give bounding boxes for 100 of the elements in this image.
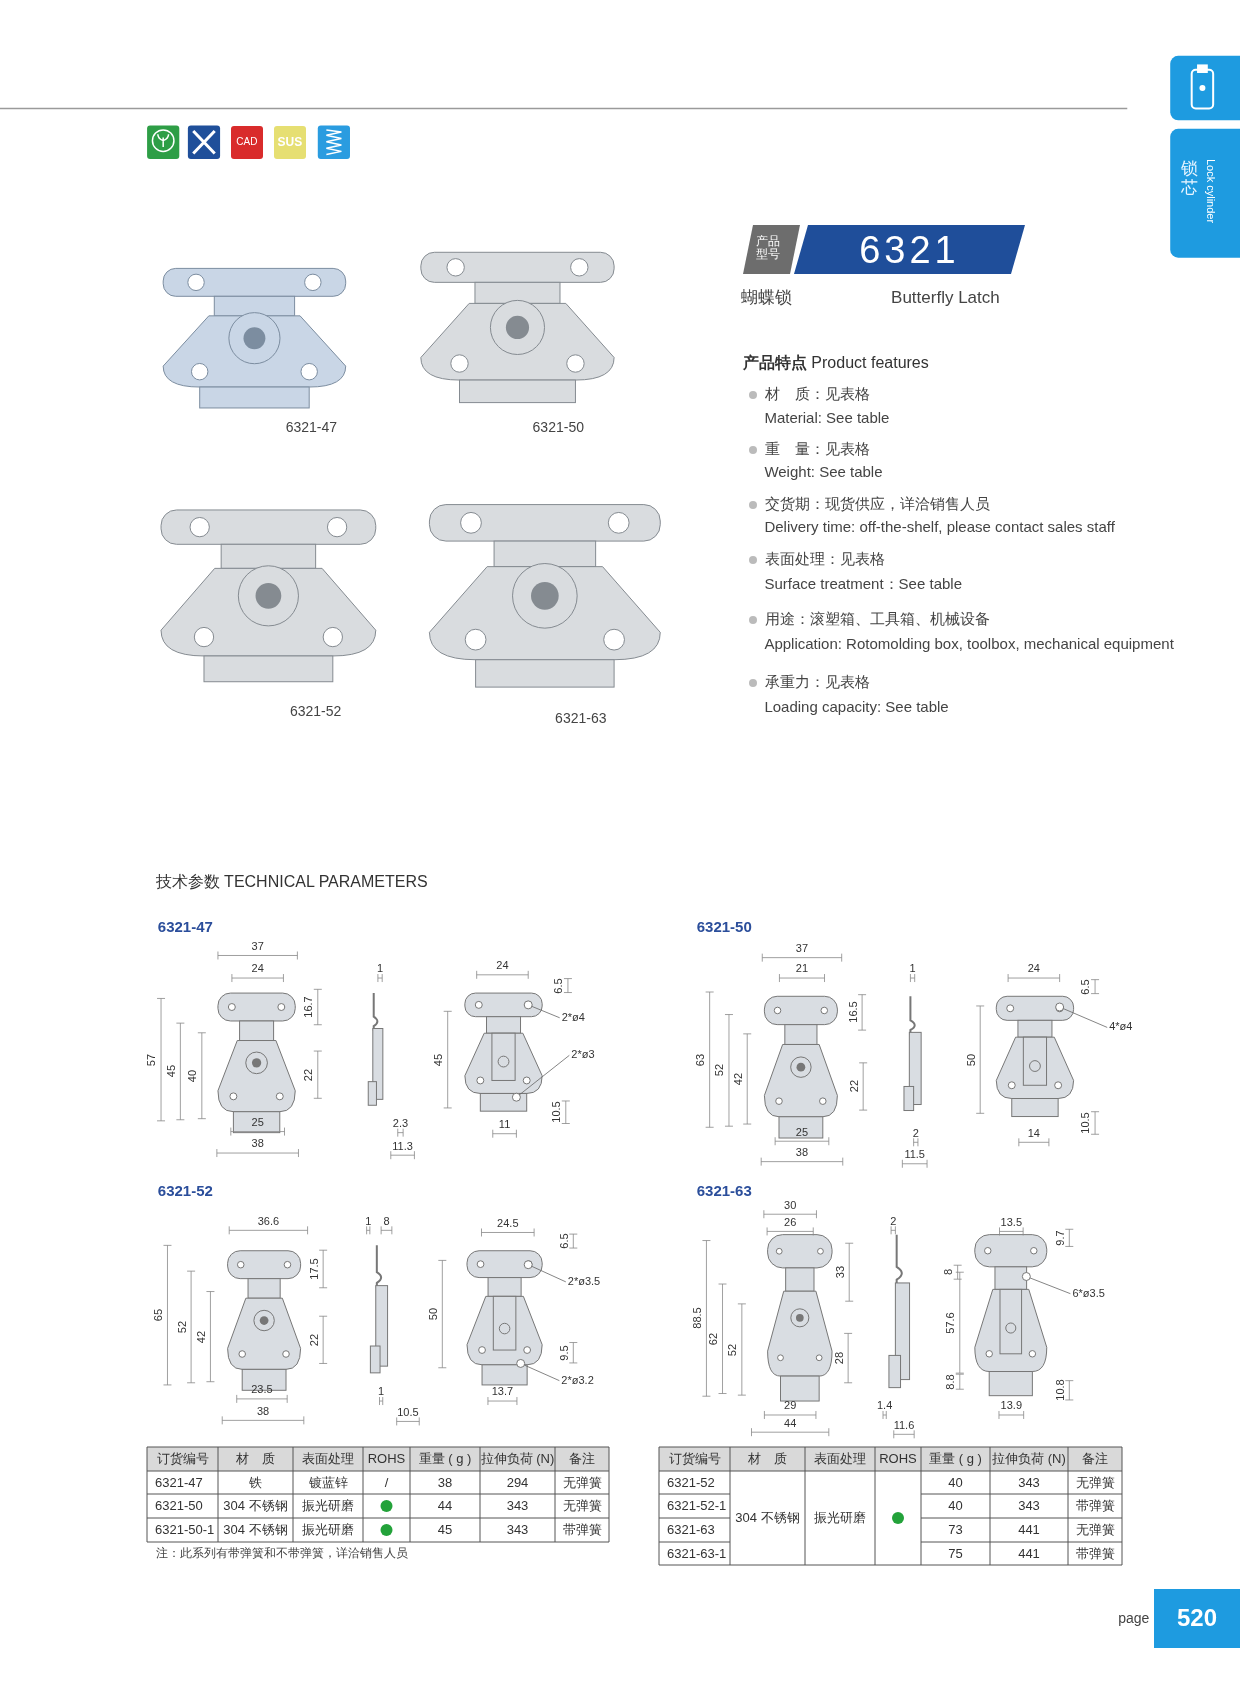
dimension-value: 10.8 xyxy=(1054,1379,1068,1401)
leader-line xyxy=(1062,1008,1108,1028)
dimension-value: 37 xyxy=(251,940,264,954)
leader-line xyxy=(531,1265,567,1283)
dimension-value: 13.7 xyxy=(491,1385,514,1400)
dimension-value: 65 xyxy=(152,1309,166,1322)
table-value: 6321-50-1 xyxy=(155,1522,215,1538)
callout-label: 4*ø4 xyxy=(1107,1019,1135,1035)
table-value: 6321-52-1 xyxy=(667,1498,727,1514)
dimension-value: 30 xyxy=(784,1199,797,1213)
table-value: 镀蓝锌 xyxy=(308,1474,348,1491)
dimension-value: 24 xyxy=(1027,962,1040,977)
table-heading: 备注 xyxy=(1082,1451,1108,1467)
table-heading: 重量 ( g ) xyxy=(418,1451,472,1467)
section-heading: 技术参数 TECHNICAL PARAMETERS xyxy=(155,872,428,893)
table-value: 343 xyxy=(506,1498,529,1514)
table-value: 无弹簧 xyxy=(1075,1522,1115,1538)
dimension-value: 16.7 xyxy=(302,996,316,1018)
dimension-value: 45 xyxy=(165,1065,179,1078)
table-value: 无弹簧 xyxy=(1075,1474,1115,1491)
dimension-value: 9.5 xyxy=(558,1345,572,1361)
table-heading: 订货编号 xyxy=(156,1451,209,1467)
callout-label: 6*ø3.5 xyxy=(1070,1286,1107,1302)
dimension-value: 45 xyxy=(432,1053,446,1066)
table-value: 343 xyxy=(1018,1498,1040,1514)
table-heading: ROHS xyxy=(367,1451,406,1467)
page-label: page xyxy=(1118,1609,1150,1627)
product-name: 蝴蝶锁 xyxy=(740,288,792,309)
feature-item: 用途：滚塑箱、工具箱、机械设备 xyxy=(749,610,991,629)
table-value: 304 不锈钢 xyxy=(735,1510,800,1526)
feature-description: Surface treatment：See table xyxy=(764,575,962,594)
dimension-value: 1.4 xyxy=(877,1399,893,1413)
dimension-value: 6.5 xyxy=(1079,979,1093,995)
dimension-value: 57 xyxy=(145,1053,159,1066)
table-note: 注：此系列有带弹簧和不带弹簧，详洽销售人员 xyxy=(155,1546,408,1561)
table-value: 带弹簧 xyxy=(1075,1498,1115,1514)
table-heading: 拉伸负荷 (N) xyxy=(992,1451,1066,1467)
table-value: 铁 xyxy=(249,1474,262,1491)
model-number-banner: 6321 xyxy=(794,225,1025,274)
table-value: 75 xyxy=(948,1545,963,1562)
dimension-value: 22 xyxy=(302,1068,316,1081)
table-value: 304 不锈钢 xyxy=(223,1522,288,1538)
dimension-value: 37 xyxy=(795,942,809,956)
dimension-value: 9.7 xyxy=(1054,1230,1068,1246)
dimension-value: 63 xyxy=(694,1053,708,1066)
dimension-value: 8 xyxy=(383,1215,390,1229)
dimension-value: 52 xyxy=(175,1320,189,1334)
mounting-hole xyxy=(1055,1002,1065,1012)
dimension-value: 6.5 xyxy=(552,977,566,994)
table-value: 无弹簧 xyxy=(562,1474,602,1491)
dimension-value: 38 xyxy=(251,1137,264,1152)
section-title: 6321-63 xyxy=(696,1181,752,1200)
table-value: 45 xyxy=(437,1522,453,1538)
mounting-hole xyxy=(523,1260,533,1270)
dimension-value: 6.5 xyxy=(558,1233,572,1249)
dimension-value: 13.5 xyxy=(1000,1216,1022,1230)
feature-description: Material: See table xyxy=(764,408,890,427)
dimension-value: 1 xyxy=(378,1385,385,1400)
dimension-value: 40 xyxy=(186,1069,200,1082)
dimension-value: 11.5 xyxy=(904,1148,925,1162)
dimension-value: 11.6 xyxy=(893,1419,915,1433)
dimension-value: 24 xyxy=(496,959,509,973)
table-value: 振光研磨 xyxy=(814,1510,866,1526)
table-value: 振光研磨 xyxy=(302,1498,354,1514)
table-heading: 备注 xyxy=(569,1451,595,1467)
leader-line xyxy=(1029,1277,1071,1295)
dimension-value: 42 xyxy=(732,1072,746,1086)
dimension-value: 8.8 xyxy=(944,1374,958,1390)
dimension-value: 22 xyxy=(848,1080,861,1093)
dimension-value: 50 xyxy=(427,1307,441,1321)
table-heading: 材 质 xyxy=(748,1451,787,1467)
dimension-value: 22 xyxy=(307,1333,321,1346)
table-value: 6321-63-1 xyxy=(667,1545,727,1562)
dimension-value: 38 xyxy=(256,1405,270,1419)
table-value: 441 xyxy=(1018,1545,1040,1562)
dimension-value: 88.5 xyxy=(691,1307,705,1330)
dimension-value: 36.6 xyxy=(257,1215,280,1229)
table-value: / xyxy=(384,1474,389,1491)
page-number-tab: 520 xyxy=(1154,1589,1240,1648)
feature-item: 重 量：见表格 xyxy=(749,439,871,458)
dimension-value: 10.5 xyxy=(550,1101,564,1123)
dimension-value: 14 xyxy=(1027,1127,1040,1141)
dimension-value: 29 xyxy=(784,1399,797,1413)
table-heading: 重量 ( g ) xyxy=(929,1451,982,1467)
dimension-value: 13.9 xyxy=(1000,1399,1022,1413)
dimension-value: 16.5 xyxy=(846,1001,860,1024)
tab-label: 锁芯 xyxy=(1180,160,1199,198)
dimension-value: 57.6 xyxy=(944,1311,958,1334)
dimension-value: 10.5 xyxy=(1079,1112,1093,1134)
section-heading: 产品特点 Product features xyxy=(742,353,929,373)
mounting-hole xyxy=(516,1358,526,1368)
feature-description: Delivery time: off-the-shelf, please contact sales staff xyxy=(764,518,1115,537)
dimension-value: 33 xyxy=(834,1266,847,1279)
table-value: 73 xyxy=(948,1522,963,1538)
model-tag: 产品型号 xyxy=(743,225,800,274)
table-value: 带弹簧 xyxy=(562,1522,602,1538)
dimension-value: 1 xyxy=(909,962,916,977)
dimension-value: 2.3 xyxy=(392,1117,409,1131)
table-value: 40 xyxy=(948,1498,963,1514)
table-value: 40 xyxy=(948,1474,963,1491)
